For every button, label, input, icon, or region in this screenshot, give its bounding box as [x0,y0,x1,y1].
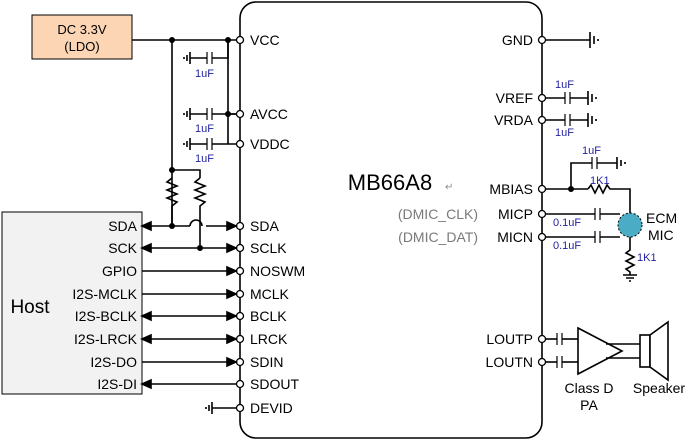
pin-devid: DEVID [250,400,293,416]
pin-micn: MICN [497,229,533,245]
dmic-clk-label: (DMIC_CLK) [398,206,478,222]
pin-sdin: SDIN [250,354,283,370]
pin-avcc: AVCC [250,106,288,122]
mic-coupling [546,208,637,282]
vref-vrda-caps [546,91,597,127]
right-pin-dots [537,35,547,367]
host-sig-mclk: I2S-MCLK [72,286,137,302]
pin-loutn: LOUTN [486,354,533,370]
pin-vddc: VDDC [250,136,290,152]
left-pin-labels: VCC AVCC VDDC SDA SCLK NOSWM MCLK BCLK L… [250,32,305,416]
host-sig-sda: SDA [108,218,137,234]
host-sig-bclk: I2S-BCLK [75,308,138,324]
pin-sdout: SDOUT [250,376,299,392]
output-stage [546,320,669,382]
pin-mbias: MBIAS [489,181,533,197]
host-sig-gpio: GPIO [102,263,137,279]
pin-vrda: VRDA [494,112,534,128]
mic-label-line1: ECM [646,210,677,226]
pin-bclk: BCLK [250,308,287,324]
return-mark: ↵ [445,182,453,193]
ecm-mic [617,212,643,238]
host-bus-lines [140,219,238,390]
cap-avcc-label: 1uF [195,123,214,135]
devid-ground [205,402,236,414]
host-sig-lrck: I2S-LRCK [74,331,138,347]
res-gnd-label: 1K1 [637,252,657,264]
host-label: Host [10,297,50,318]
speaker-label: Speaker [633,380,685,396]
cap-vddc-label: 1uF [195,153,214,165]
pin-loutp: LOUTP [486,331,533,347]
cap-vrda-label: 1uF [555,127,574,139]
dmic-dat-label: (DMIC_DAT) [398,229,478,245]
pin-noswm: NOSWM [250,263,305,279]
cap-vref-label: 1uF [555,79,574,91]
host-sig-di: I2S-DI [97,376,137,392]
pin-lrck: LRCK [250,331,288,347]
pin-sclk: SCLK [250,240,287,256]
chip-body: MB66A8 ↵ [239,1,543,439]
res-bias-label: 1K1 [590,175,610,187]
cap-micn-label: 0.1uF [553,240,581,252]
host-box: Host [1,211,143,395]
pin-micp: MICP [498,206,533,222]
power-supply-box: DC 3.3V (LDO) [31,14,133,60]
pin-mclk: MCLK [250,286,290,302]
pin-vcc: VCC [250,32,280,48]
mbias-network [546,157,631,214]
cap-mbias-label: 1uF [582,145,601,157]
pin-sda: SDA [250,218,279,234]
power-label-line2: (LDO) [64,39,99,54]
host-signal-labels: SDA SCK GPIO I2S-MCLK I2S-BCLK I2S-LRCK … [72,218,137,392]
chip-name: MB66A8 [348,170,432,195]
power-label-line1: DC 3.3V [57,22,106,37]
pin-vref: VREF [496,90,533,106]
host-sig-sck: SCK [108,240,137,256]
cap-micp-label: 0.1uF [553,217,581,229]
right-pin-labels: GND VREF VRDA MBIAS MICP MICN LOUTP LOUT… [486,32,534,370]
amp-label-line2: PA [580,397,598,413]
amp-label-line1: Class D [564,380,613,396]
host-sig-do: I2S-DO [90,354,137,370]
gnd-symbol [546,32,599,48]
vcc-wiring [132,37,236,226]
pin-gnd: GND [502,32,533,48]
cap-vcc-label: 1uF [195,68,214,80]
mic-label-line2: MIC [648,227,674,243]
